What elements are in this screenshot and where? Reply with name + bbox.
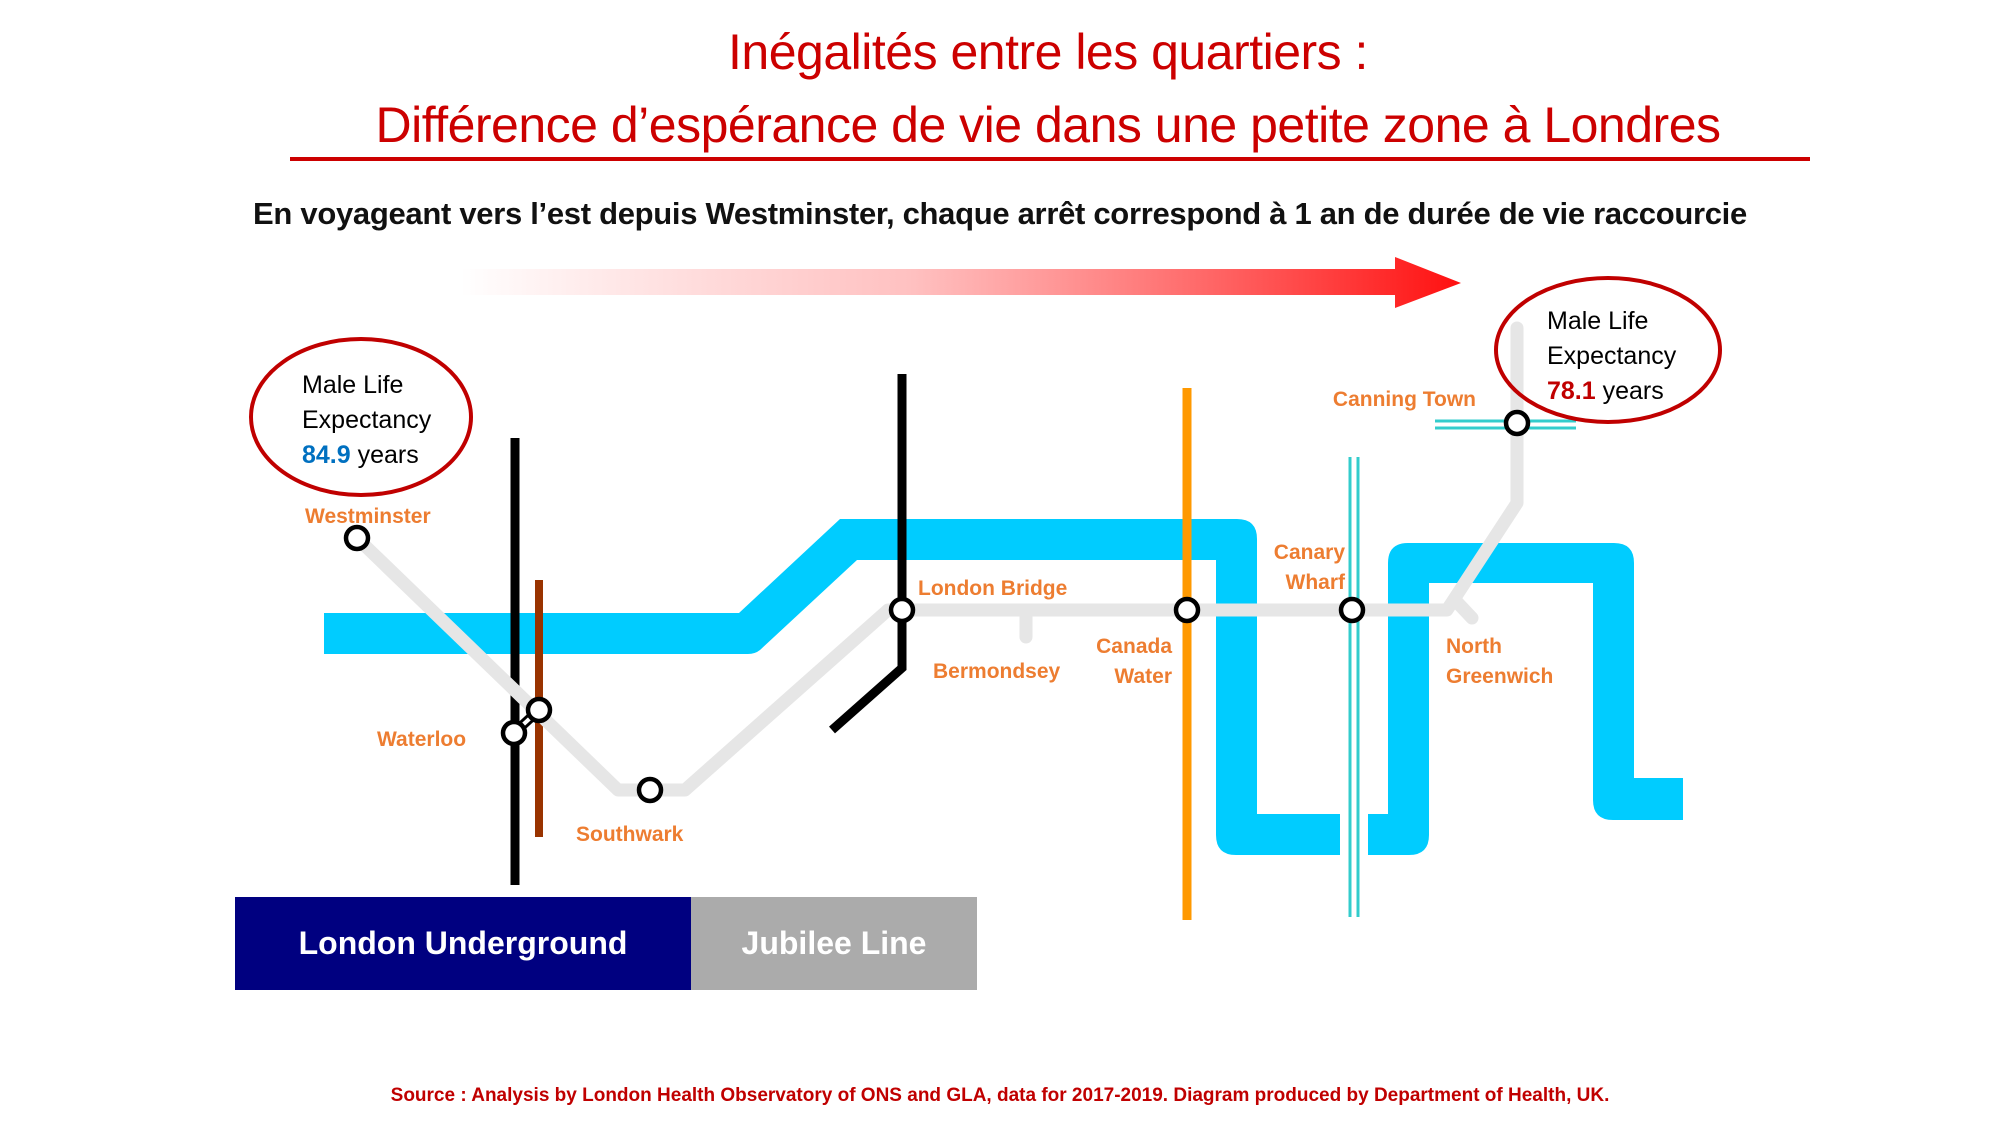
callout-east-unit: years <box>1595 377 1664 405</box>
station-waterloo-northern[interactable] <box>500 719 528 747</box>
station-westminster[interactable] <box>343 524 371 552</box>
callout-west-line2: Expectancy <box>302 406 432 434</box>
callout-west-value-row: 84.9 years <box>302 438 431 473</box>
dlr-line-vertical <box>1348 457 1360 917</box>
legend-london-underground-label: London Underground <box>298 925 628 961</box>
station-canary-wharf[interactable] <box>1338 596 1366 624</box>
label-canary-wharf-line2: Wharf <box>1285 571 1346 594</box>
callout-west: Male Life Expectancy 84.9 years <box>302 368 431 473</box>
label-canary-wharf: Canary Wharf <box>1245 538 1345 598</box>
callout-east-ellipse <box>1494 276 1722 424</box>
callout-west-unit: years <box>350 441 419 469</box>
label-southwark: Southwark <box>576 823 684 846</box>
station-london-bridge[interactable] <box>888 596 916 624</box>
title-line-1: Inégalités entre les quartiers : <box>728 24 1368 80</box>
label-north-greenwich-line2: Greenwich <box>1446 665 1554 688</box>
callout-east: Male Life Expectancy 78.1 years <box>1547 304 1676 409</box>
source-note: Source : Analysis by London Health Obser… <box>390 1085 1610 1106</box>
callout-east-value: 78.1 <box>1547 377 1596 405</box>
callout-east-line1: Male Life <box>1547 307 1649 335</box>
legend-jubilee-line-label: Jubilee Line <box>741 925 927 961</box>
callout-east-line2: Expectancy <box>1547 342 1677 370</box>
callout-west-line1: Male Life <box>302 371 404 399</box>
station-southwark[interactable] <box>636 776 664 804</box>
legend-london-underground: London Underground <box>235 897 691 990</box>
label-westminster: Westminster <box>305 505 431 528</box>
callout-west-value: 84.9 <box>302 441 351 469</box>
label-canary-wharf-line1: Canary <box>1273 541 1345 564</box>
label-north-greenwich: North Greenwich <box>1446 632 1553 692</box>
river-thames <box>324 519 1683 855</box>
station-canning-town[interactable] <box>1503 409 1531 437</box>
label-canada-water-line2: Water <box>1114 665 1172 688</box>
label-canada-water-line1: Canada <box>1096 635 1172 658</box>
east-direction-arrow-icon <box>460 257 1461 308</box>
jubilee-line <box>350 321 1524 797</box>
label-bermondsey: Bermondsey <box>933 660 1061 683</box>
label-canning-town: Canning Town <box>1332 388 1476 411</box>
station-canada-water[interactable] <box>1173 596 1201 624</box>
callout-west-ellipse <box>249 337 473 497</box>
label-north-greenwich-line1: North <box>1446 635 1502 658</box>
title-line-2: Différence d’espérance de vie dans une p… <box>375 97 1721 153</box>
title-underline <box>290 157 1810 161</box>
callout-east-value-row: 78.1 years <box>1547 374 1676 409</box>
subtitle: En voyageant vers l’est depuis Westminst… <box>253 196 1747 231</box>
station-waterloo-bakerloo[interactable] <box>525 696 553 724</box>
label-london-bridge: London Bridge <box>918 577 1068 600</box>
northern-line-east <box>829 374 907 734</box>
label-waterloo: Waterloo <box>377 728 467 751</box>
legend-jubilee-line: Jubilee Line <box>691 897 977 990</box>
label-canada-water: Canada Water <box>1072 632 1172 692</box>
